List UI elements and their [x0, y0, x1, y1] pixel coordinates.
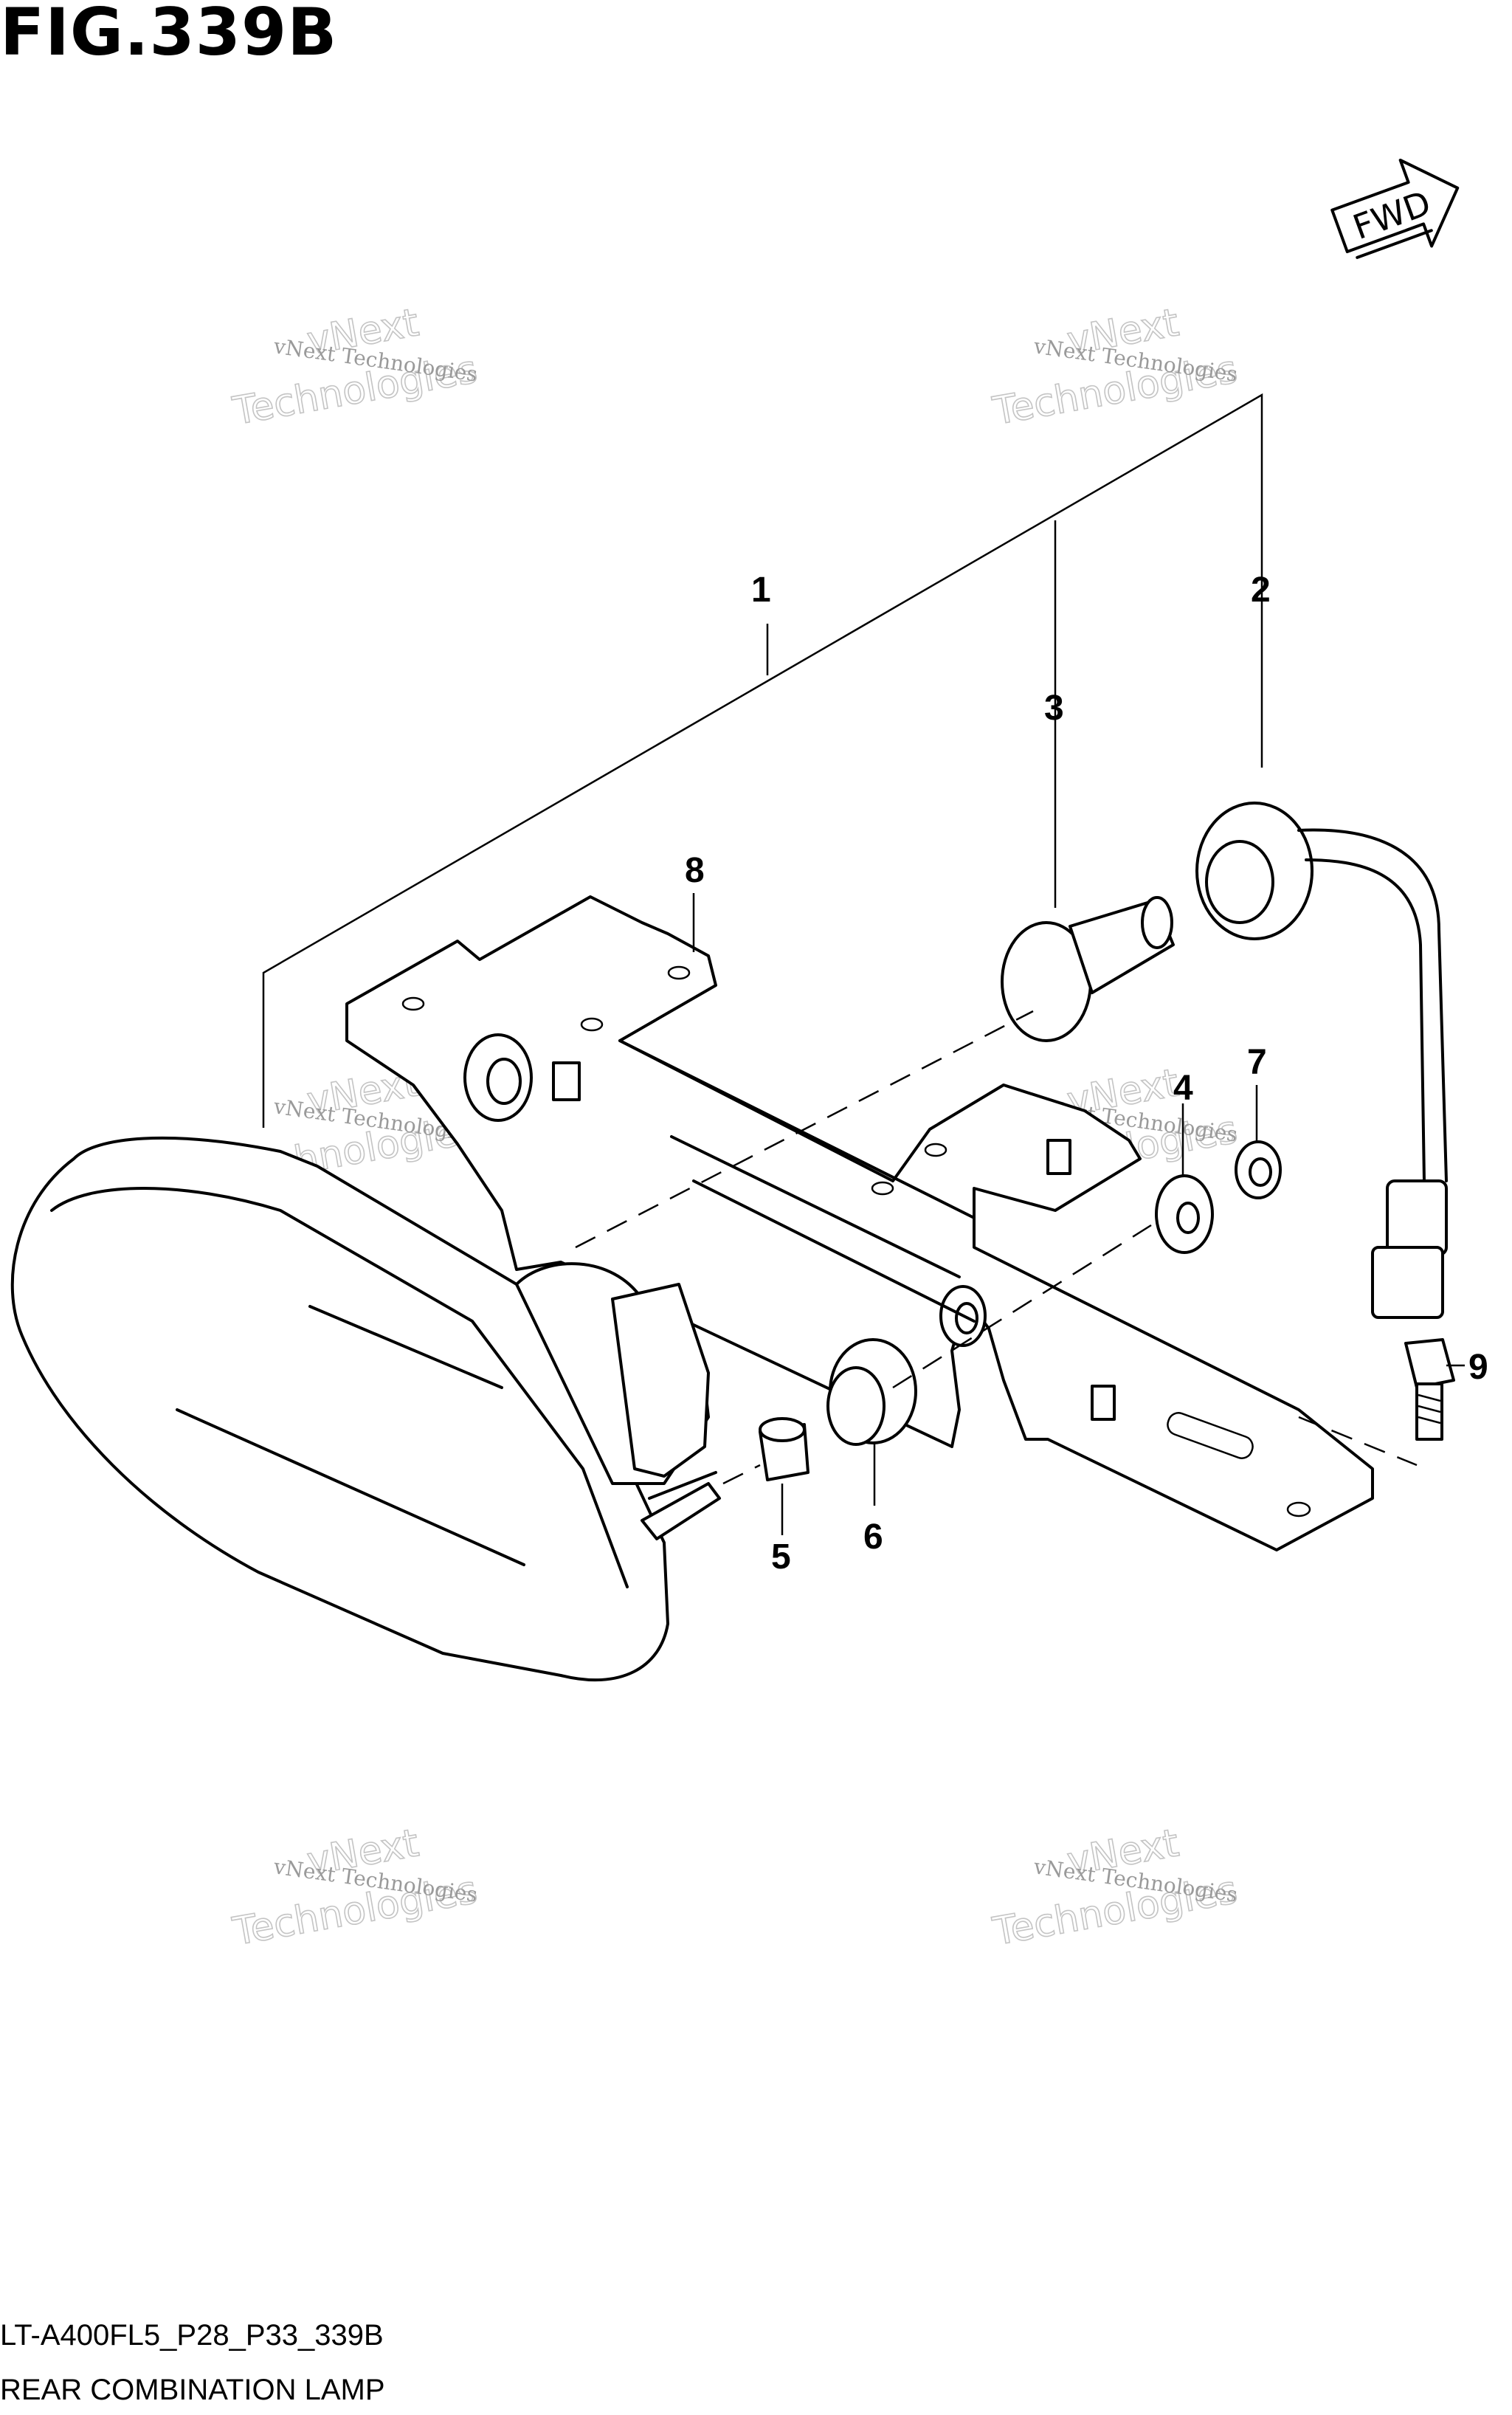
- grommet-part-6: [826, 1338, 917, 1446]
- lamp-housing-part-1: [10, 1136, 721, 1682]
- nut-part-7: [1235, 1140, 1282, 1199]
- part-number-5: 5: [771, 1537, 791, 1577]
- part-number-2: 2: [1251, 571, 1271, 610]
- diagram-title: REAR COMBINATION LAMP: [0, 2374, 385, 2406]
- part-numbers: 1 2 3 4 5 6 7 8 9: [685, 571, 1488, 1577]
- part-number-1: 1: [751, 571, 771, 610]
- model-code: LT-A400FL5_P28_P33_339B: [0, 2319, 384, 2352]
- part-number-4: 4: [1173, 1069, 1193, 1108]
- part-number-7: 7: [1247, 1043, 1267, 1082]
- watermark-bottom-left: vNext Technologies vNext Technologies: [229, 1821, 481, 1955]
- figure-title: FIG.339B: [0, 0, 338, 70]
- assembly-leader-lines: [262, 393, 1263, 1128]
- watermark-top-left: vNext Technologies vNext Technologies: [229, 300, 481, 435]
- part-number-9: 9: [1468, 1348, 1488, 1387]
- part-leaders: [692, 893, 1465, 1535]
- socket-harness-part-2: [1195, 802, 1448, 1319]
- collar-part-5: [759, 1417, 809, 1481]
- part-number-3: 3: [1044, 689, 1064, 728]
- watermark-bottom-right: vNext Technologies vNext Technologies: [989, 1821, 1241, 1955]
- bulb-part-3: [1001, 896, 1175, 1042]
- washer-part-4: [1155, 1174, 1214, 1254]
- watermark-top-right: vNext Technologies vNext Technologies: [989, 300, 1241, 435]
- part-number-6: 6: [863, 1517, 883, 1557]
- explode-lines: [575, 1010, 1418, 1485]
- fwd-arrow-icon: FWD: [1330, 158, 1460, 259]
- part-number-8: 8: [685, 851, 705, 890]
- bolt-part-9: [1404, 1338, 1455, 1441]
